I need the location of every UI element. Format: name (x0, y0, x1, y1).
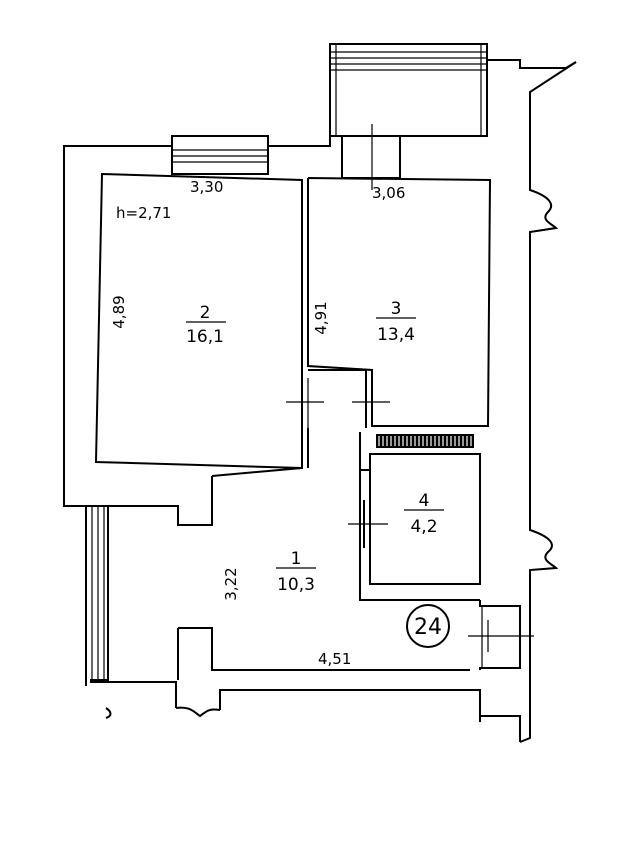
ventilation-grille (376, 434, 474, 448)
dim-room3-height: 4,91 (312, 301, 330, 334)
room-4-number: 4 (419, 491, 430, 511)
entrance-door (468, 600, 534, 670)
outer-walls (63, 59, 577, 743)
room-3: 3,06 4,91 3 13,4 (307, 177, 492, 427)
doors (286, 369, 390, 548)
dim-room1-height: 3,22 (222, 567, 240, 600)
room-4-area: 4,2 (410, 517, 437, 537)
room-3-number: 3 (391, 299, 402, 319)
room-1-number: 1 (291, 549, 302, 569)
apartment-number: 24 (414, 615, 442, 640)
apartment-number-badge: 24 (406, 604, 450, 648)
dim-room1-width: 4,51 (318, 650, 351, 668)
room-1: 3,22 1 10,3 4,51 (177, 467, 470, 680)
room-1-area: 10,3 (277, 575, 315, 595)
dim-room2-width: 3,30 (190, 178, 223, 196)
dim-room3-width: 3,06 (372, 184, 405, 202)
room-4: 4 4,2 (359, 432, 481, 601)
left-balcony (85, 506, 109, 686)
top-balcony (329, 43, 488, 190)
room-2: h=2,71 3,30 4,89 2 16,1 (94, 172, 303, 470)
room-2-number: 2 (200, 303, 211, 323)
room-3-area: 13,4 (377, 325, 415, 345)
window-room-2 (171, 135, 269, 175)
ceiling-height: h=2,71 (116, 204, 171, 222)
room-2-area: 16,1 (186, 327, 224, 347)
dim-room2-height: 4,89 (110, 295, 128, 328)
